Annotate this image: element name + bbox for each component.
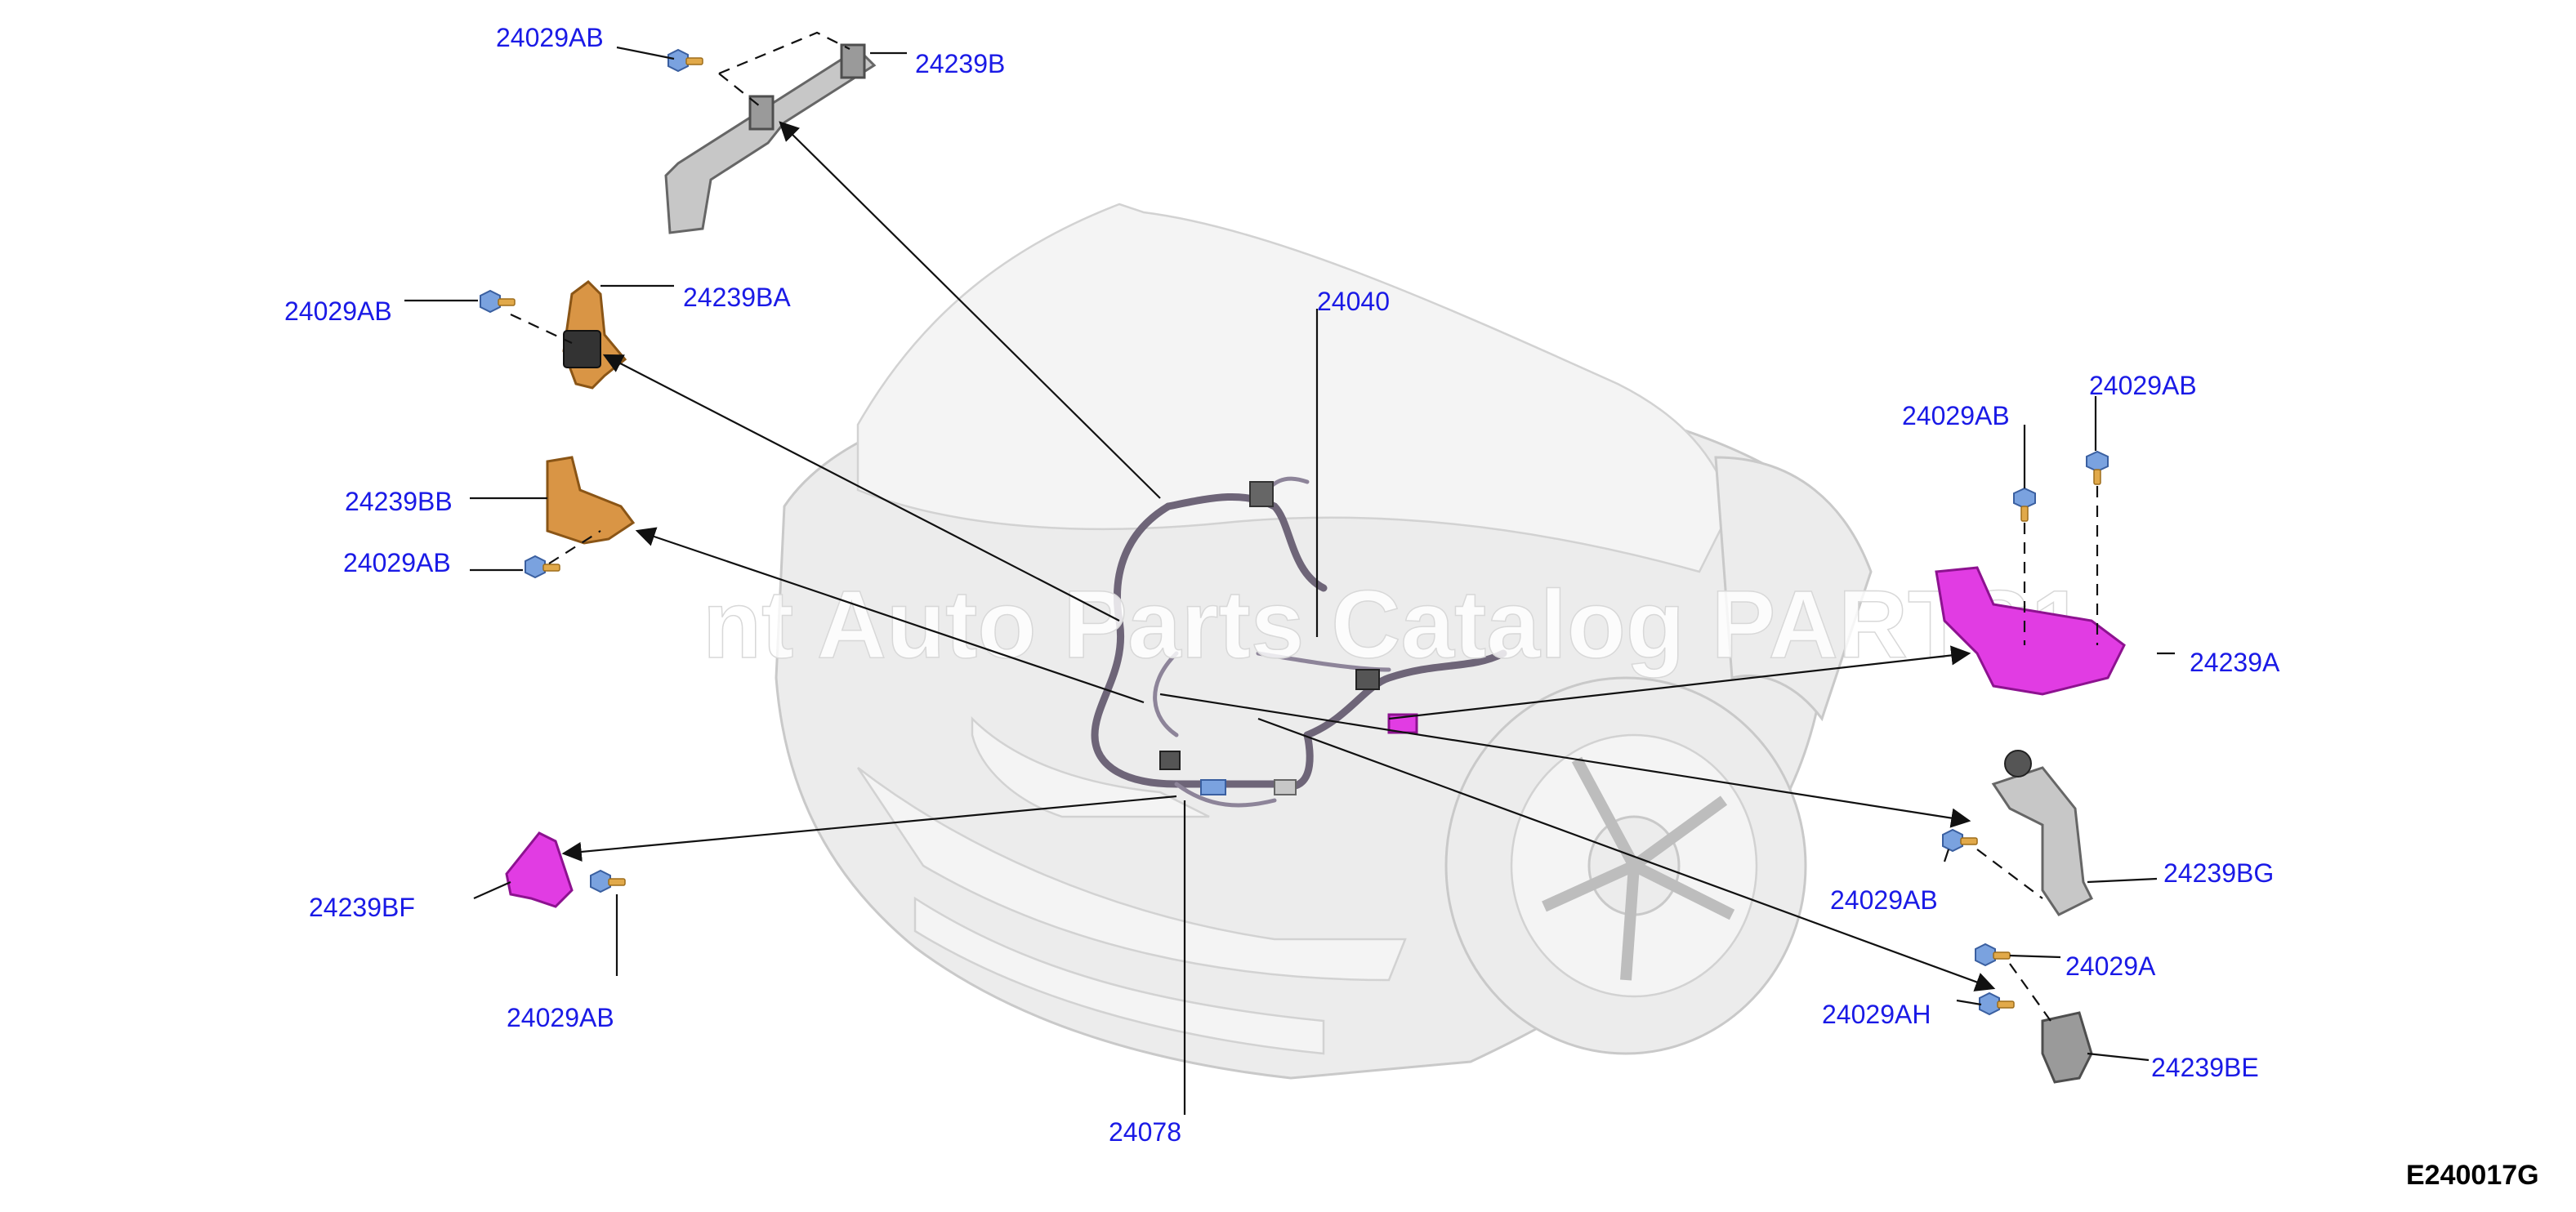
bolt-icon (1979, 992, 2015, 1015)
bolt-icon (590, 870, 626, 893)
label-24239A: 24239A (2190, 648, 2280, 677)
label-24029AB-left-1: 24029AB (284, 296, 392, 326)
bracket-24239BF (505, 831, 574, 908)
label-24040: 24040 (1317, 287, 1390, 316)
figure-code: E240017G (2406, 1160, 2539, 1191)
label-24029AB-right-1: 24029AB (1902, 401, 2010, 430)
bracket-24239BB (546, 456, 636, 545)
label-24239BG: 24239BG (2163, 858, 2274, 888)
label-24078: 24078 (1109, 1117, 1181, 1147)
bolt-icon (2013, 488, 2036, 522)
label-24029AB-right-2: 24029AB (2089, 371, 2197, 400)
bolt-icon (1975, 943, 2011, 966)
label-24239B: 24239B (915, 49, 1005, 78)
bracket-24239BE (2041, 1011, 2093, 1084)
label-24029AB-top: 24029AB (496, 23, 604, 52)
label-24029A: 24029A (2065, 951, 2156, 981)
label-24029AH: 24029AH (1822, 1000, 1931, 1029)
bolt-icon (667, 49, 703, 72)
callout-arrows (561, 121, 1996, 991)
callout-labels: 24029AB 24239B 24029AB 24239BA 24040 242… (284, 23, 2280, 1147)
label-24239BB: 24239BB (345, 487, 453, 516)
wiring-harness-24040 (1091, 476, 1507, 808)
installation-dash-lines (510, 31, 2099, 1022)
watermark-text: nt Auto Parts Catalog PARTS1 (703, 571, 2084, 679)
label-24239BE: 24239BE (2151, 1053, 2259, 1082)
label-24029AB-bottom-left: 24029AB (507, 1003, 614, 1032)
vehicle-ghost-outline (775, 203, 1873, 1080)
bracket-24239B (664, 43, 877, 234)
bolt-icon (2086, 451, 2109, 485)
bracket-24239BA (562, 280, 627, 390)
bolt-icon (480, 290, 516, 313)
bracket-24239BG (1991, 750, 2094, 916)
leader-lines (404, 46, 2175, 1115)
label-24239BA: 24239BA (683, 283, 791, 312)
bracket-24239A (1935, 566, 2126, 696)
label-24029AB-left-2: 24029AB (343, 548, 451, 577)
bolt-icon (1942, 829, 1978, 852)
label-24239BF: 24239BF (309, 893, 415, 922)
label-24029AB-right-3: 24029AB (1830, 885, 1938, 915)
